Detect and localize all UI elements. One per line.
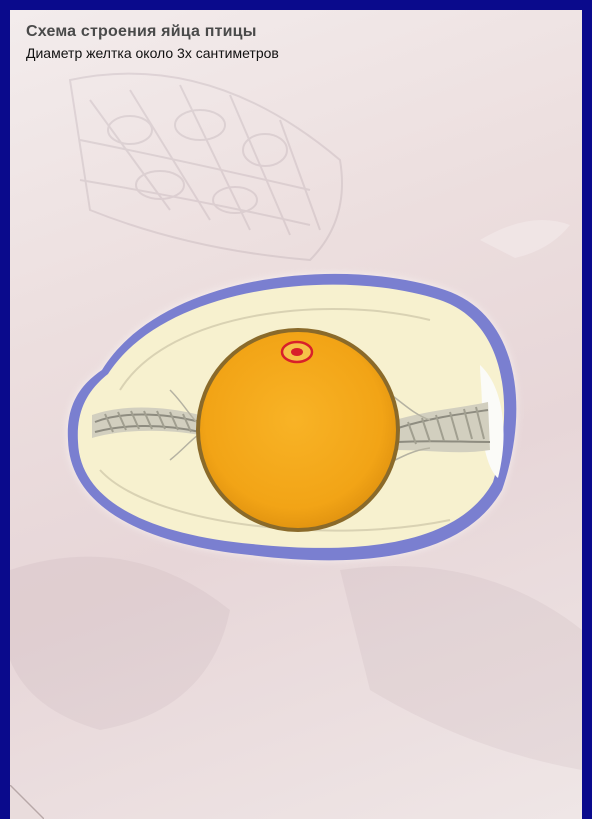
egg-structure-diagram [10,10,582,819]
page-curl-edge [10,785,44,819]
slide-canvas: Схема строения яйца птицы Диаметр желтка… [10,10,582,819]
germinal-disc [282,342,312,362]
